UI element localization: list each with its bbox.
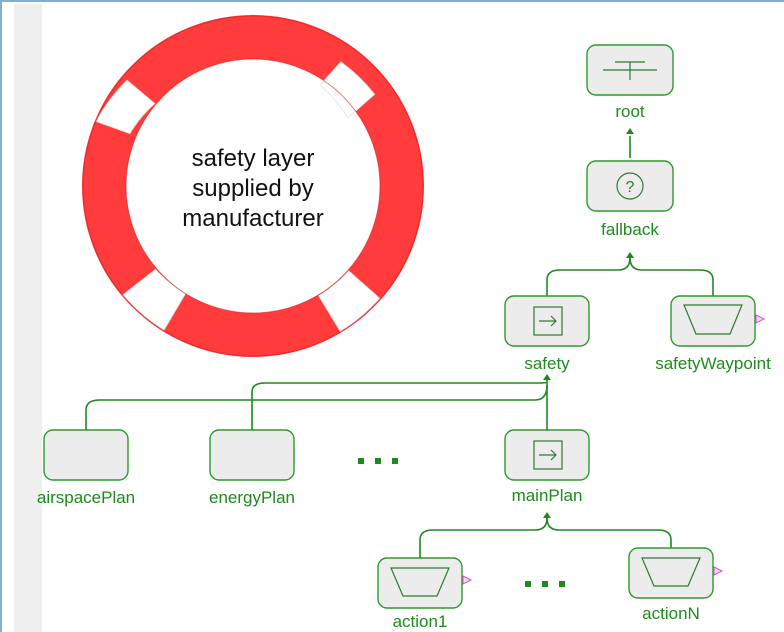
sequence-arrow-icon xyxy=(533,440,563,470)
ring-band-bottom-right xyxy=(318,270,381,333)
action1-label: action1 xyxy=(393,612,448,631)
selector-bars-icon xyxy=(603,61,657,80)
node-energyplan[interactable]: energyPlan xyxy=(209,429,295,507)
mainplan-label: mainPlan xyxy=(512,486,583,505)
ring-band-top-left xyxy=(95,79,156,135)
node-fallback[interactable]: ? fallback xyxy=(586,160,674,239)
safetywaypoint-label: safetyWaypoint xyxy=(655,354,771,373)
edge-safetywaypoint-fallback xyxy=(629,257,714,296)
question-icon xyxy=(616,172,644,200)
node-root[interactable]: root xyxy=(586,44,674,121)
ring-body xyxy=(82,15,424,357)
ring-inner-edge xyxy=(125,58,381,314)
safety-label: safety xyxy=(524,354,570,373)
edge-energyplan-safety xyxy=(251,381,548,430)
node-safetywaypoint[interactable]: safetyWaypoint xyxy=(655,295,771,373)
tree-edges xyxy=(85,128,714,558)
trapezoid-action-icon xyxy=(683,304,743,335)
edge-arrowheads xyxy=(543,128,634,518)
ring-text-line-1: safety layer xyxy=(192,145,315,172)
trapezoid-action-icon xyxy=(390,567,450,597)
ring-outer-edge xyxy=(82,15,424,357)
actionn-label: actionN xyxy=(642,604,700,623)
energyplan-box[interactable] xyxy=(209,429,295,481)
life-ring: safety layer supplied by manufacturer xyxy=(82,15,424,357)
actionn-box[interactable] xyxy=(628,547,714,599)
edge-action1-mainplan xyxy=(419,517,548,558)
sequence-arrow-icon xyxy=(533,306,563,336)
action1-box[interactable] xyxy=(377,557,463,609)
energyplan-label: energyPlan xyxy=(209,488,295,507)
outgoing-port-icon xyxy=(755,314,766,324)
ring-text-line-2: supplied by xyxy=(192,175,313,202)
ring-band-top-right xyxy=(319,61,376,119)
edge-safety-fallback xyxy=(546,257,631,296)
left-gutter xyxy=(14,4,42,632)
airspaceplan-label: airspacePlan xyxy=(37,488,135,507)
node-actionn[interactable]: actionN xyxy=(628,547,724,623)
node-airspaceplan[interactable]: airspacePlan xyxy=(37,429,135,507)
ring-text-line-3: manufacturer xyxy=(182,205,323,232)
question-icon-glyph: ? xyxy=(626,179,635,196)
outgoing-port-icon xyxy=(713,566,724,576)
edge-airspaceplan-safety xyxy=(85,384,548,430)
node-safety[interactable]: safety xyxy=(504,295,590,373)
root-label: root xyxy=(615,102,645,121)
airspaceplan-box[interactable] xyxy=(43,429,129,481)
fallback-box[interactable] xyxy=(586,160,674,212)
fallback-label: fallback xyxy=(601,220,659,239)
node-action1[interactable]: action1 xyxy=(377,557,473,631)
node-mainplan[interactable]: mainPlan xyxy=(504,429,590,505)
edge-actionn-mainplan xyxy=(546,517,672,548)
ellipsis-dots-bottom xyxy=(525,581,565,587)
ellipsis-dots-middle xyxy=(358,458,398,464)
outgoing-port-icon xyxy=(462,575,473,585)
trapezoid-action-icon xyxy=(641,557,701,587)
safetywaypoint-box[interactable] xyxy=(670,295,756,347)
